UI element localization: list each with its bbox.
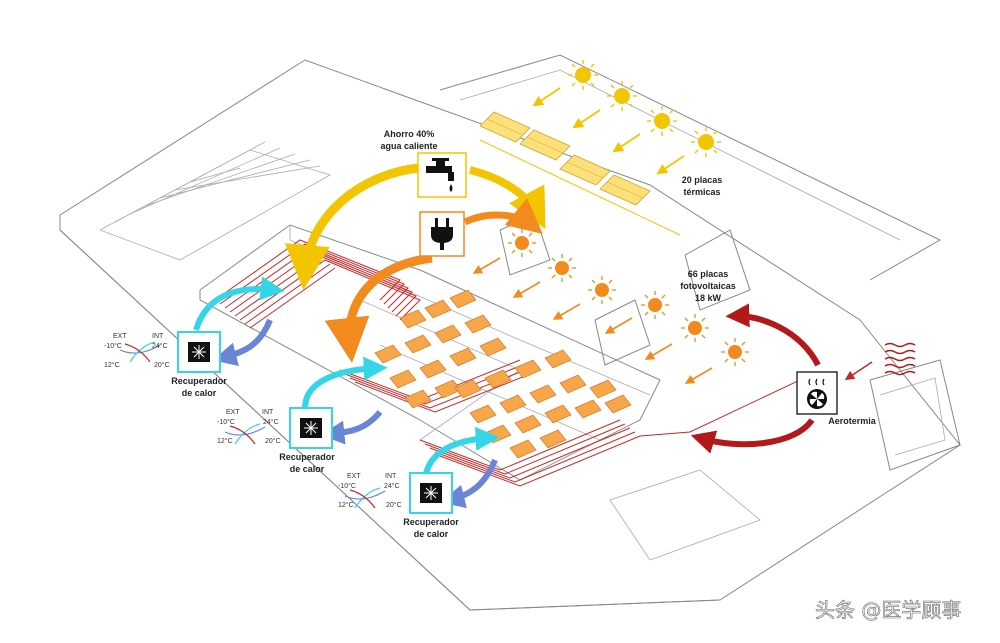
ext-label: EXT <box>113 333 127 340</box>
recuperador-label-line2: de calor <box>290 464 325 474</box>
flow-arrows <box>284 163 873 454</box>
fotovoltaicas-line3: 18 kW <box>695 293 722 303</box>
out-left-temp: 12°C <box>104 361 120 369</box>
sun-icon <box>507 228 537 258</box>
ext-temp: -10°C <box>217 418 235 426</box>
hot-water-arrow-right <box>469 166 546 230</box>
fotovoltaicas-line2: fotovoltaicas <box>680 281 736 291</box>
ahorro-label-line2: agua caliente <box>380 141 437 151</box>
recovery-arrows <box>193 276 500 509</box>
int-temp: 24°C <box>384 482 400 490</box>
placas-termicas-line2: térmicas <box>683 187 720 197</box>
int-label: INT <box>385 473 397 480</box>
fotovoltaicas-line1: 66 placas <box>688 269 729 279</box>
heat-exchanger-icon <box>409 472 453 514</box>
int-temp: 24°C <box>263 418 279 426</box>
plug-icon <box>419 211 465 257</box>
recuperador-label-line1: Recuperador <box>171 376 227 386</box>
int-temp: 24°C <box>152 342 168 350</box>
sun-icon <box>690 126 722 158</box>
sun-icon <box>640 290 670 320</box>
sun-icon <box>680 313 710 343</box>
sun-icon <box>547 253 577 283</box>
pv-panels <box>374 289 632 459</box>
heat-waves-icon <box>884 342 916 376</box>
faucet-icon <box>417 152 467 198</box>
recuperador-label-line2: de calor <box>414 529 449 539</box>
ahorro-label-line1: Ahorro 40% <box>384 129 435 139</box>
int-label: INT <box>152 333 164 340</box>
out-right-temp: 20°C <box>386 501 402 509</box>
heat-exchanger-icon <box>289 407 333 449</box>
thermal-panels <box>479 111 681 236</box>
ext-label: EXT <box>226 409 240 416</box>
power-arrow-left <box>324 253 433 363</box>
ext-label: EXT <box>347 473 361 480</box>
sun-icon <box>646 105 678 137</box>
out-right-temp: 20°C <box>265 437 281 445</box>
recuperador-label-line2: de calor <box>182 388 217 398</box>
watermark: 头条 @医学顾事 <box>815 598 961 622</box>
sun-icon <box>567 59 599 91</box>
hot-water-arrow-left <box>284 163 419 290</box>
power-arrow-right <box>463 198 543 234</box>
out-right-temp: 20°C <box>154 361 170 369</box>
int-label: INT <box>262 409 274 416</box>
sun-icon <box>587 275 617 305</box>
airflow-mini-icon <box>119 341 386 509</box>
aerotermia-label: Aerotermia <box>828 416 877 426</box>
sun-icon <box>720 337 750 367</box>
recuperador-label-line1: Recuperador <box>279 452 335 462</box>
ext-temp: -10°C <box>338 482 356 490</box>
recuperador-label-line1: Recuperador <box>403 517 459 527</box>
heat-pump-arrow-bottom <box>690 418 815 454</box>
sun-rays-pv <box>472 257 713 384</box>
fan-icon <box>796 371 838 415</box>
sun-icons-thermal <box>567 59 722 158</box>
out-left-temp: 12°C <box>338 501 354 509</box>
out-left-temp: 12°C <box>217 437 233 445</box>
placas-termicas-line1: 20 placas <box>682 175 723 185</box>
heat-exchanger-icon <box>177 331 221 373</box>
ext-temp: -10°C <box>104 342 122 350</box>
sun-rays-thermal <box>532 87 685 175</box>
heat-pump-arrow-top <box>725 303 821 367</box>
